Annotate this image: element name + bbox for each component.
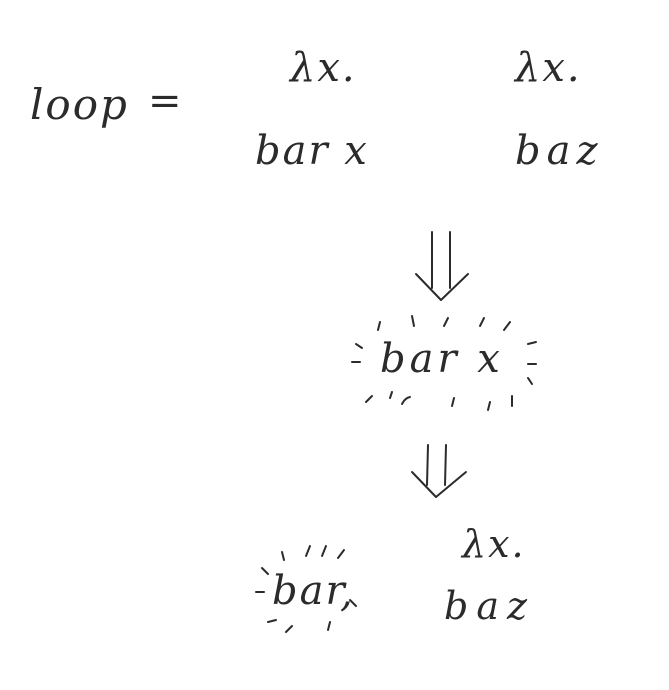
- step1-result: bar x: [380, 336, 504, 382]
- term2-body: baz: [515, 128, 604, 174]
- sparkle-marks-icon: [351, 315, 537, 411]
- step2-result-left: bar: [272, 568, 347, 614]
- term1-body: bar x: [255, 128, 369, 174]
- step2-comma: ,: [340, 570, 355, 616]
- term1-lambda: λx.: [290, 45, 357, 91]
- step2-lambda: λx.: [462, 522, 526, 566]
- double-down-arrow-icon: [411, 444, 467, 498]
- equals-sign: =: [148, 78, 184, 124]
- sparkle-marks-icon: [255, 545, 357, 633]
- step2-body: baz: [444, 584, 536, 628]
- loop-label: loop: [30, 80, 129, 129]
- term2-lambda: λx.: [515, 45, 582, 91]
- double-down-arrow-icon: [415, 231, 469, 301]
